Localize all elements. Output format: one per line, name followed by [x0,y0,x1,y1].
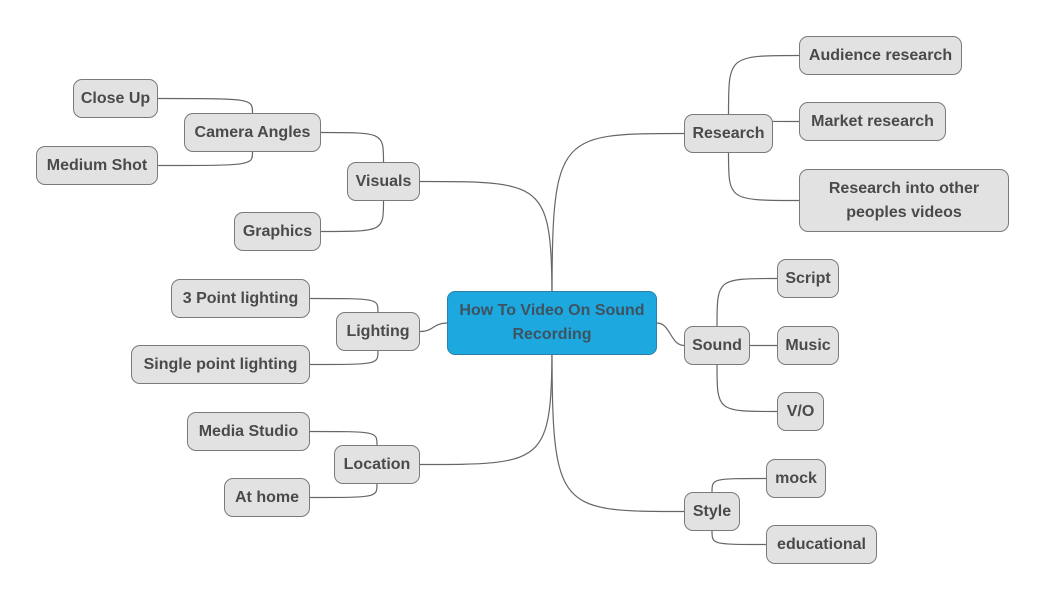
topic-close-up-label: Close Up [80,89,151,107]
connector-line [419,322,448,333]
topic-at-home[interactable]: At home [224,478,310,517]
topic-sound[interactable]: Sound [684,326,750,365]
topic-script[interactable]: Script [777,259,839,298]
connector-line [320,131,385,163]
connector-line [309,483,378,499]
topic-location-label: Location [343,455,411,473]
topic-graphics[interactable]: Graphics [234,212,321,251]
topic-market-research-label: Market research [811,112,934,130]
connector-line [711,530,767,546]
topic-style-label: Style [692,502,732,520]
topic-script-label: Script [785,269,831,287]
connector-line [309,297,379,313]
topic-educational[interactable]: educational [766,525,877,564]
connector-line [320,200,385,233]
topic-single-point-lighting[interactable]: Single point lighting [131,345,310,384]
topic-3-point-lighting-label: 3 Point lighting [182,289,299,307]
topic-close-up[interactable]: Close Up [73,79,158,118]
topic-medium-shot[interactable]: Medium Shot [36,146,158,185]
topic-v-o[interactable]: V/O [777,392,824,431]
connector-line [727,152,800,202]
topic-market-research[interactable]: Market research [799,102,946,141]
topic-media-studio-label: Media Studio [198,422,299,440]
connector-line [727,54,800,115]
topic-research[interactable]: Research [684,114,773,153]
topic-music[interactable]: Music [777,326,839,365]
connector-line [157,97,254,114]
topic-3-point-lighting[interactable]: 3 Point lighting [171,279,310,318]
topic-research-other-videos[interactable]: Research into other peoples videos [799,169,1009,232]
topic-at-home-label: At home [235,488,299,506]
topic-single-point-lighting-label: Single point lighting [143,355,298,373]
connector-line [711,477,767,493]
connector-line [157,151,254,167]
topic-visuals[interactable]: Visuals [347,162,420,201]
topic-educational-label: educational [777,535,866,553]
topic-media-studio[interactable]: Media Studio [187,412,310,451]
topic-lighting-label: Lighting [346,322,410,340]
topic-mock[interactable]: mock [766,459,826,498]
topic-location[interactable]: Location [334,445,420,484]
connector-line [716,277,778,327]
topic-audience-research-label: Audience research [808,46,953,64]
topic-graphics-label: Graphics [242,222,313,240]
connector-line [309,430,378,446]
central-topic-label: How To Video On Sound Recording [459,302,645,343]
connector-line [551,132,685,324]
topic-v-o-label: V/O [786,402,815,420]
topic-audience-research[interactable]: Audience research [799,36,962,75]
topic-research-other-videos-label: Research into other peoples videos [828,179,980,221]
topic-sound-label: Sound [692,336,742,354]
central-topic[interactable]: How To Video On Sound Recording [447,291,657,355]
topic-research-label: Research [692,124,765,142]
topic-style[interactable]: Style [684,492,740,531]
topic-music-label: Music [785,336,831,354]
connector-line [551,322,685,513]
topic-lighting[interactable]: Lighting [336,312,420,351]
topic-visuals-label: Visuals [355,172,412,190]
connector-line [309,350,379,366]
topic-medium-shot-label: Medium Shot [46,156,148,174]
connector-line [716,364,778,413]
topic-mock-label: mock [775,469,817,487]
connector-line [656,322,685,347]
topic-camera-angles[interactable]: Camera Angles [184,113,321,152]
topic-camera-angles-label: Camera Angles [194,123,311,141]
